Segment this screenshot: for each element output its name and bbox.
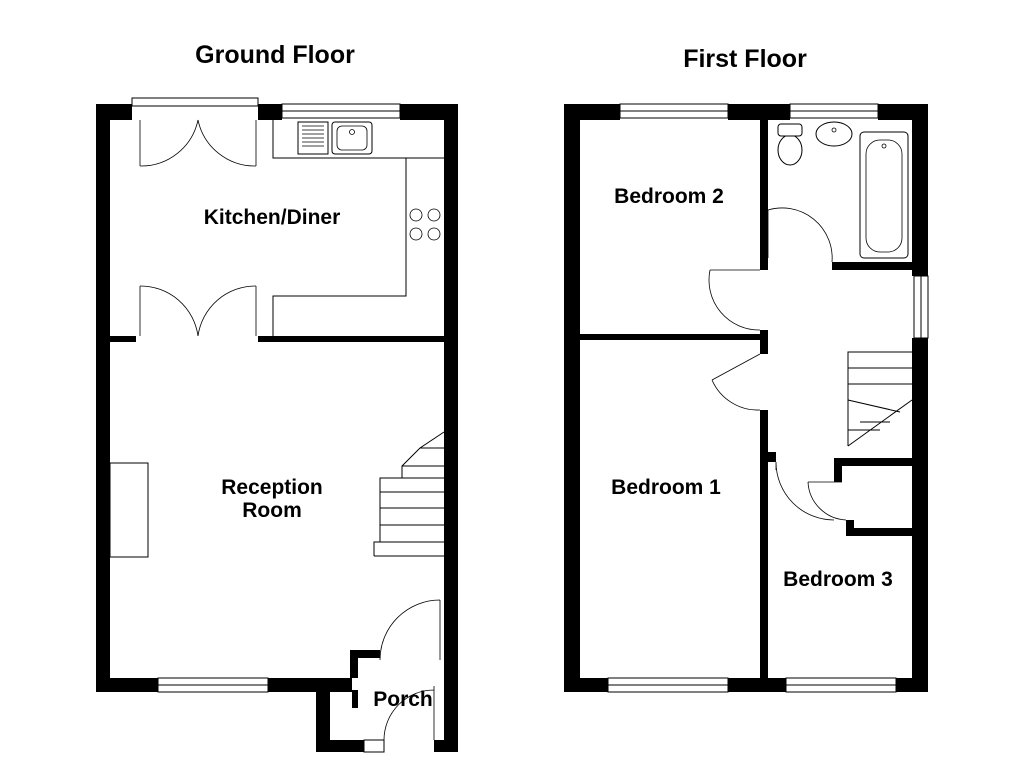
ground-right-wall [444,104,458,752]
ground-staircase [373,431,445,557]
kitchen-french-door-right [197,119,257,167]
porch-bottom-wall-right [434,740,458,752]
ground-floor-title: Ground Floor [195,41,355,69]
wall-cupboard-bottom [846,528,912,536]
wall-bed1-landing [760,410,768,692]
first-bottom-wall-mid [728,678,786,692]
ground-top-wall-left [96,104,132,120]
fireplace [109,462,149,558]
first-right-wall-upper [912,104,928,276]
ground-internal-wall-left [110,336,136,342]
kitchen-diner-label: Kitchen/Diner [204,206,341,229]
ground-top-wall-mid [258,104,282,120]
internal-french-door-left [139,285,199,337]
first-top-wall-right [878,104,928,120]
ground-bottom-wall-right [268,678,352,692]
porch-left-wall [316,678,330,752]
cupboard-door [807,481,847,521]
bedroom1-label: Bedroom 1 [611,476,721,499]
first-left-wall [564,104,580,692]
wall-bathroom-bottom [832,262,912,270]
first-top-wall-mid [728,104,790,120]
wall-cupboard-left-lower [846,520,854,536]
porch-bottom-wall [316,740,364,752]
kitchen-french-door-left [139,119,199,167]
porch-door [383,686,435,741]
first-staircase [847,351,913,447]
porch-inner-wall [350,650,358,678]
kitchen-worktop [272,120,407,336]
reception-room-label-line1: Reception [221,476,323,499]
wall-bed1-landing-top [760,340,768,354]
first-bottom-wall-left [564,678,608,692]
front-door-inner [379,599,441,661]
wall-bed2-landing [760,120,768,270]
bathtub [859,131,909,259]
first-right-wall-lower [912,338,928,692]
ground-floor: Ground Floor [96,41,458,753]
porch-window [363,739,385,753]
porch-label: Porch [373,688,433,711]
bathroom-basin [815,121,853,147]
first-bottom-wall-right [896,678,928,692]
first-top-wall-left [564,104,620,120]
first-floor-title: First Floor [683,45,807,73]
ground-bottom-wall-left [96,678,158,692]
bedroom3-door [775,461,835,521]
bathroom-door [767,207,833,263]
first-floor: First Floor [564,45,929,693]
wall-bed3-top-left [768,452,776,462]
porch-inner-wall-top [350,650,380,658]
wall-cupboard-top [834,458,912,466]
kitchen-french-window [131,97,259,107]
kitchen-sink [331,121,373,155]
reception-room-label-line2: Room [242,499,302,522]
bedroom2-door [708,269,761,331]
internal-french-door-right [197,285,257,337]
bedroom2-label: Bedroom 2 [614,185,724,208]
ground-top-wall-right [400,104,458,120]
bedroom3-label: Bedroom 3 [783,568,893,591]
bedroom1-door [711,353,761,411]
kitchen-hob [409,208,441,241]
ground-internal-wall-right [258,336,444,342]
toilet-cistern [777,123,803,137]
wall-cupboard-left [834,458,842,482]
porch-inner-wall-lower [352,690,358,708]
toilet [777,134,803,166]
wall-bed2-bed1 [580,334,768,340]
ground-left-wall [96,104,110,692]
